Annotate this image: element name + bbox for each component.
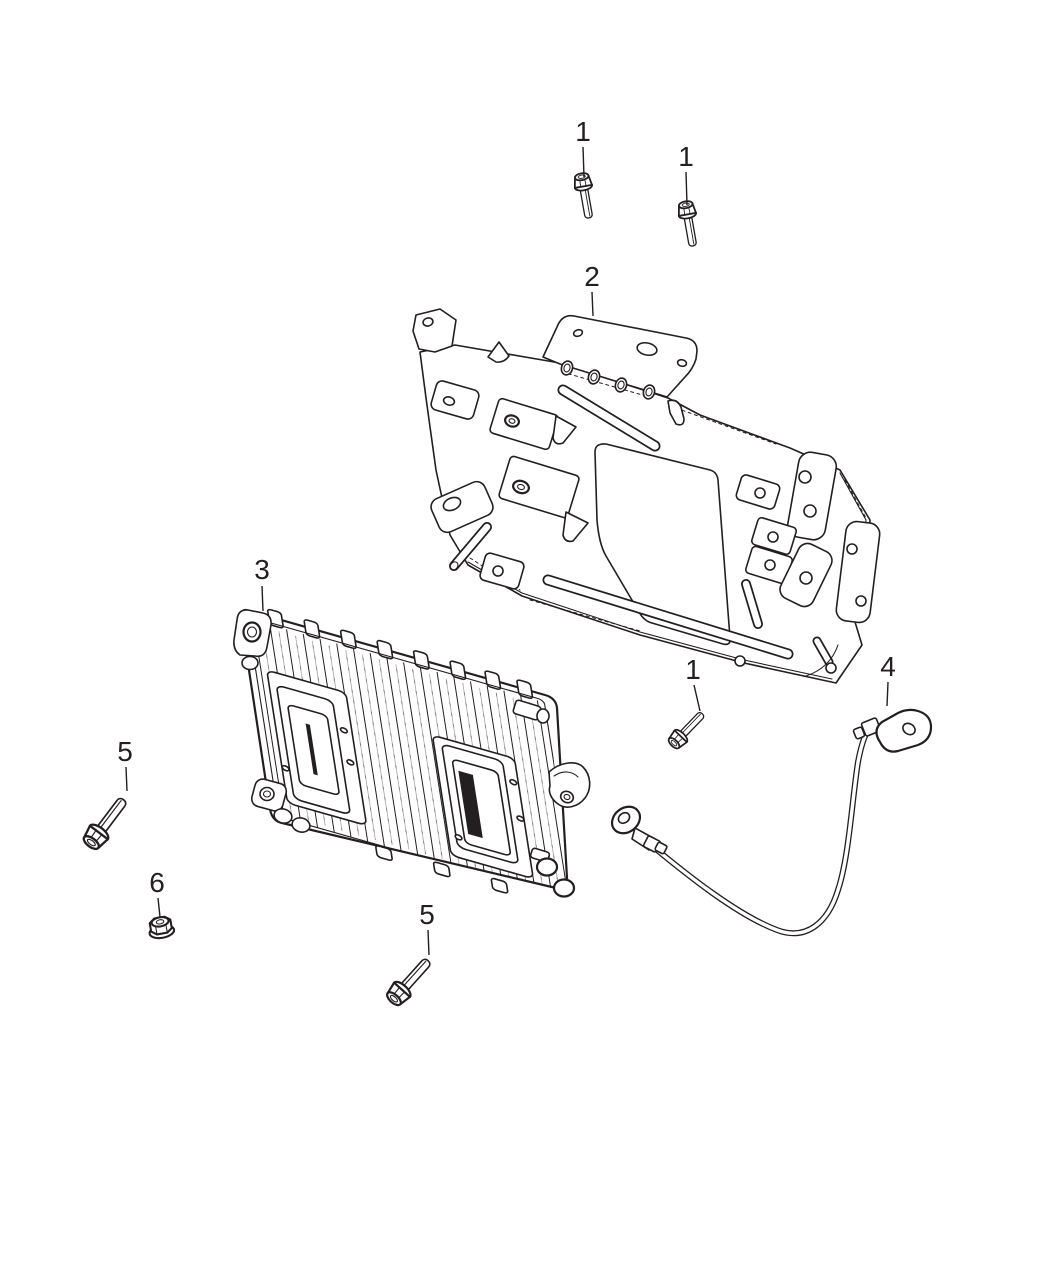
control-module [234,609,590,910]
module-hook-bracket [548,762,591,808]
bolt-5-bottom [382,952,438,1011]
leader-lines [125,146,889,956]
bracket-center-cutout [594,443,731,646]
callout-5a: 5 [117,735,133,767]
strap-ring-terminal-right [852,708,933,753]
ground-strap [610,708,933,937]
callout-4: 4 [880,650,896,682]
bolt-5-left [78,791,134,854]
mounting-bracket [412,308,881,684]
nut-6 [146,914,177,941]
callout-1c: 1 [685,653,701,685]
bolt-1-top-left [571,170,599,221]
module-connector-right [432,735,533,878]
bracket-emboss-pads [489,397,580,519]
bracket-lower-left-arm [430,480,494,534]
callout-2: 2 [584,260,600,292]
module-mount-ear-top-left [233,609,272,671]
module-mount-ear-lower-left [250,778,311,833]
callout-6: 6 [149,866,165,898]
bolt-1-center [664,707,710,753]
callout-5b: 5 [419,898,435,930]
bracket-slots [542,384,834,667]
module-feet [529,847,576,898]
module-connector-left [267,670,367,825]
callout-1a: 1 [575,115,591,147]
strap-cable [648,723,874,937]
bracket-right-tabs [735,451,881,624]
callout-3: 3 [254,553,270,585]
bracket-left-arm [412,308,457,353]
bracket-top-flange [542,314,698,400]
bolt-1-top-right [675,198,703,249]
strap-ring-terminal-left [610,805,668,855]
callout-1b: 1 [678,140,694,172]
bracket-stud-pin [449,522,492,571]
